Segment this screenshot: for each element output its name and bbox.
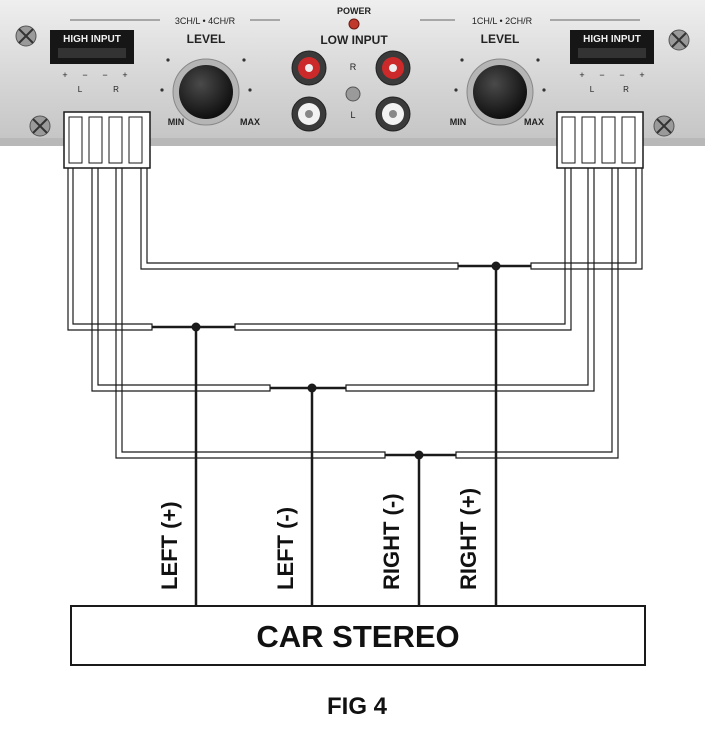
wire-label-left-minus: LEFT (-) — [273, 507, 298, 590]
panel-bottom-edge — [0, 138, 705, 146]
left-terminal-sign: + — [62, 70, 67, 80]
right-terminal-slots — [578, 48, 646, 58]
left-terminal-l: L — [78, 85, 83, 94]
screw-icon — [15, 25, 37, 47]
car-stereo-label: CAR STEREO — [256, 619, 459, 654]
right-terminal-sign: + — [639, 70, 644, 80]
plug-pin — [68, 116, 83, 164]
junction-dot — [491, 261, 501, 271]
low-input-label: LOW INPUT — [320, 33, 388, 47]
right-terminal-sign: − — [619, 70, 624, 80]
right-high-input-terminal — [570, 30, 654, 64]
right-min-label: MIN — [450, 117, 467, 127]
plug-pin — [601, 116, 616, 164]
wire-lead — [530, 168, 643, 270]
plug-pin — [88, 116, 103, 164]
wire-lead — [115, 168, 386, 459]
plug-pin — [581, 116, 596, 164]
knob-tick — [248, 88, 252, 92]
right-level-knob[interactable] — [473, 65, 527, 119]
junction-dot — [191, 322, 201, 332]
left-terminal-sign: − — [102, 70, 107, 80]
knob-tick — [542, 88, 546, 92]
knob-tick — [536, 58, 540, 62]
wire-lead — [140, 168, 459, 270]
junction-dot — [307, 383, 317, 393]
wire-harness — [67, 168, 643, 459]
rca-pin — [305, 64, 313, 72]
left-terminal-r: R — [113, 85, 119, 94]
knob-tick — [242, 58, 246, 62]
left-high-input-terminal — [50, 30, 134, 64]
wire-label-right-plus: RIGHT (+) — [456, 488, 481, 590]
plug-pin — [128, 116, 143, 164]
rca-label-l: L — [350, 110, 355, 120]
left-terminal-sign: − — [82, 70, 87, 80]
right-connector-plug — [556, 111, 644, 169]
wire-label-right-minus: RIGHT (-) — [379, 493, 404, 590]
right-terminal-sign: − — [599, 70, 604, 80]
screw-icon — [29, 115, 51, 137]
car-stereo-box — [70, 605, 646, 666]
right-level-label: LEVEL — [481, 32, 520, 46]
left-terminal-slots — [58, 48, 126, 58]
power-label: POWER — [337, 6, 372, 16]
wire-label-left-plus: LEFT (+) — [157, 501, 182, 590]
right-terminal-r: R — [623, 85, 629, 94]
left-terminal-sign: + — [122, 70, 127, 80]
screw-icon — [653, 115, 675, 137]
wire-lead — [345, 168, 595, 392]
left-max-label: MAX — [240, 117, 260, 127]
left-level-label: LEVEL — [187, 32, 226, 46]
knob-tick — [160, 88, 164, 92]
left-high-input-label: HIGH INPUT — [63, 34, 121, 45]
left-connector-plug — [63, 111, 151, 169]
wire-lead — [234, 168, 572, 331]
rca-jacks: R L — [291, 50, 411, 132]
rca-pin — [389, 110, 397, 118]
junction-dot — [414, 450, 424, 460]
plug-pin — [561, 116, 576, 164]
right-high-input-label: HIGH INPUT — [583, 34, 641, 45]
rca-pin — [305, 110, 313, 118]
plug-pin — [108, 116, 123, 164]
left-channel-label: 3CH/L • 4CH/R — [175, 16, 236, 26]
wire-lead — [91, 168, 271, 392]
right-channel-label: 1CH/L • 2CH/R — [472, 16, 533, 26]
wire-lead — [67, 168, 153, 331]
right-max-label: MAX — [524, 117, 544, 127]
knob-tick — [454, 88, 458, 92]
right-terminal-l: L — [590, 85, 595, 94]
power-led-icon — [348, 18, 360, 30]
rca-pin — [389, 64, 397, 72]
knob-tick — [166, 58, 170, 62]
knob-tick — [460, 58, 464, 62]
figure-caption: FIG 4 — [327, 693, 388, 720]
rca-label-r: R — [350, 62, 357, 72]
screw-icon — [345, 86, 361, 102]
plug-pin — [621, 116, 636, 164]
screw-icon — [668, 29, 690, 51]
right-terminal-sign: + — [579, 70, 584, 80]
left-min-label: MIN — [168, 117, 185, 127]
left-level-knob[interactable] — [179, 65, 233, 119]
